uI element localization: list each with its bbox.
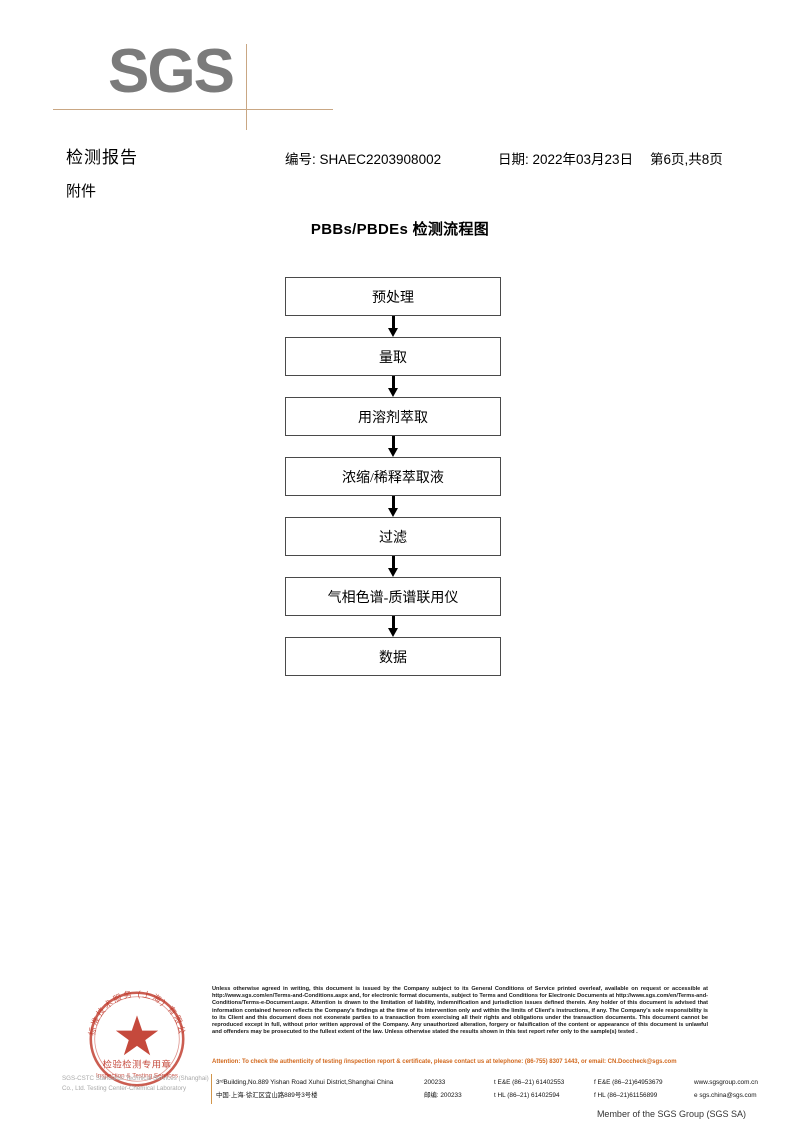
sgs-logo: SGS (53, 36, 333, 130)
flow-arrow-down-icon (285, 316, 501, 337)
flowchart-title: PBBs/PBDEs 检测流程图 (310, 221, 490, 238)
logo-vertical-rule (246, 44, 247, 130)
page-title: 检测报告 (66, 148, 138, 167)
attention-notice: Attention: To check the authenticity of … (212, 1059, 677, 1065)
flow-arrow-down-icon (285, 496, 501, 517)
address-row-en: 3ʳᵈBuilding,No.889 Yishan Road Xuhui Dis… (216, 1076, 758, 1089)
member-line: Member of the SGS Group (SGS SA) (596, 1109, 746, 1119)
company-seal-stamp-icon: 商标准技术服务 (上海) 有限公司 检验检测专用章 Inspection & T… (78, 980, 187, 1087)
address-en: 3ʳᵈBuilding,No.889 Yishan Road Xuhui Dis… (216, 1079, 394, 1086)
flow-step-gcms: 气相色谱-质谱联用仪 (285, 577, 501, 616)
fax-1: f E&E (86–21)64953679 (594, 1079, 663, 1086)
telephone-1: t E&E (86–21) 61402553 (494, 1079, 565, 1086)
legal-text: Unless otherwise agreed in writing, this… (212, 986, 708, 1036)
address-cn: 中国·上海·徐汇区宜山路889号3号楼 (216, 1092, 318, 1099)
zip-cn: 邮编: 200233 (424, 1092, 462, 1099)
flow-arrow-down-icon (285, 616, 501, 637)
flow-step-measure: 量取 (285, 337, 501, 376)
flow-arrow-down-icon (285, 436, 501, 457)
flow-step-data: 数据 (285, 637, 501, 676)
address-row-cn: 中国·上海·徐汇区宜山路889号3号楼 邮编: 200233 t HL (86–… (216, 1089, 757, 1102)
flow-arrow-down-icon (285, 376, 501, 397)
page-indicator: 第6页,共8页 (650, 152, 723, 167)
email[interactable]: e sgs.china@sgs.com (694, 1092, 757, 1099)
svg-text:商标准技术服务 (上海) 有限公司: 商标准技术服务 (上海) 有限公司 (78, 980, 187, 1036)
telephone-2: t HL (86–21) 61402594 (494, 1092, 560, 1099)
website[interactable]: www.sgsgroup.com.cn (694, 1079, 758, 1086)
address-block: 3ʳᵈBuilding,No.889 Yishan Road Xuhui Dis… (216, 1076, 758, 1102)
seal-caption: SGS-CSTC Standards Technical Services (S… (62, 1075, 209, 1092)
logo-wordmark: SGS (108, 37, 235, 106)
svg-text:Inspection & Testing Services: Inspection & Testing Services (96, 1072, 178, 1079)
report-number: 编号: SHAEC2203908002 (285, 152, 442, 167)
flow-arrow-down-icon (285, 556, 501, 577)
svg-text:检验检测专用章: 检验检测专用章 (103, 1059, 172, 1070)
flow-step-pretreatment: 预处理 (285, 277, 501, 316)
report-date: 日期: 2022年03月23日 (498, 152, 634, 167)
legal-disclaimer: Unless otherwise agreed in writing, this… (212, 986, 708, 1036)
flow-step-concentrate-dilute: 浓缩/稀释萃取液 (285, 457, 501, 496)
address-divider (211, 1074, 212, 1104)
zip-en: 200233 (424, 1079, 446, 1086)
logo-horizontal-rule (53, 109, 333, 110)
flow-step-filtration: 过滤 (285, 517, 501, 556)
flowchart: 预处理 量取 用溶剂萃取 浓缩/稀释萃取液 过滤 气相色谱-质谱联用仪 数据 (285, 277, 503, 676)
flow-step-solvent-extraction: 用溶剂萃取 (285, 397, 501, 436)
attachment-label: 附件 (66, 183, 97, 200)
fax-2: f HL (86–21)61156899 (594, 1092, 658, 1099)
